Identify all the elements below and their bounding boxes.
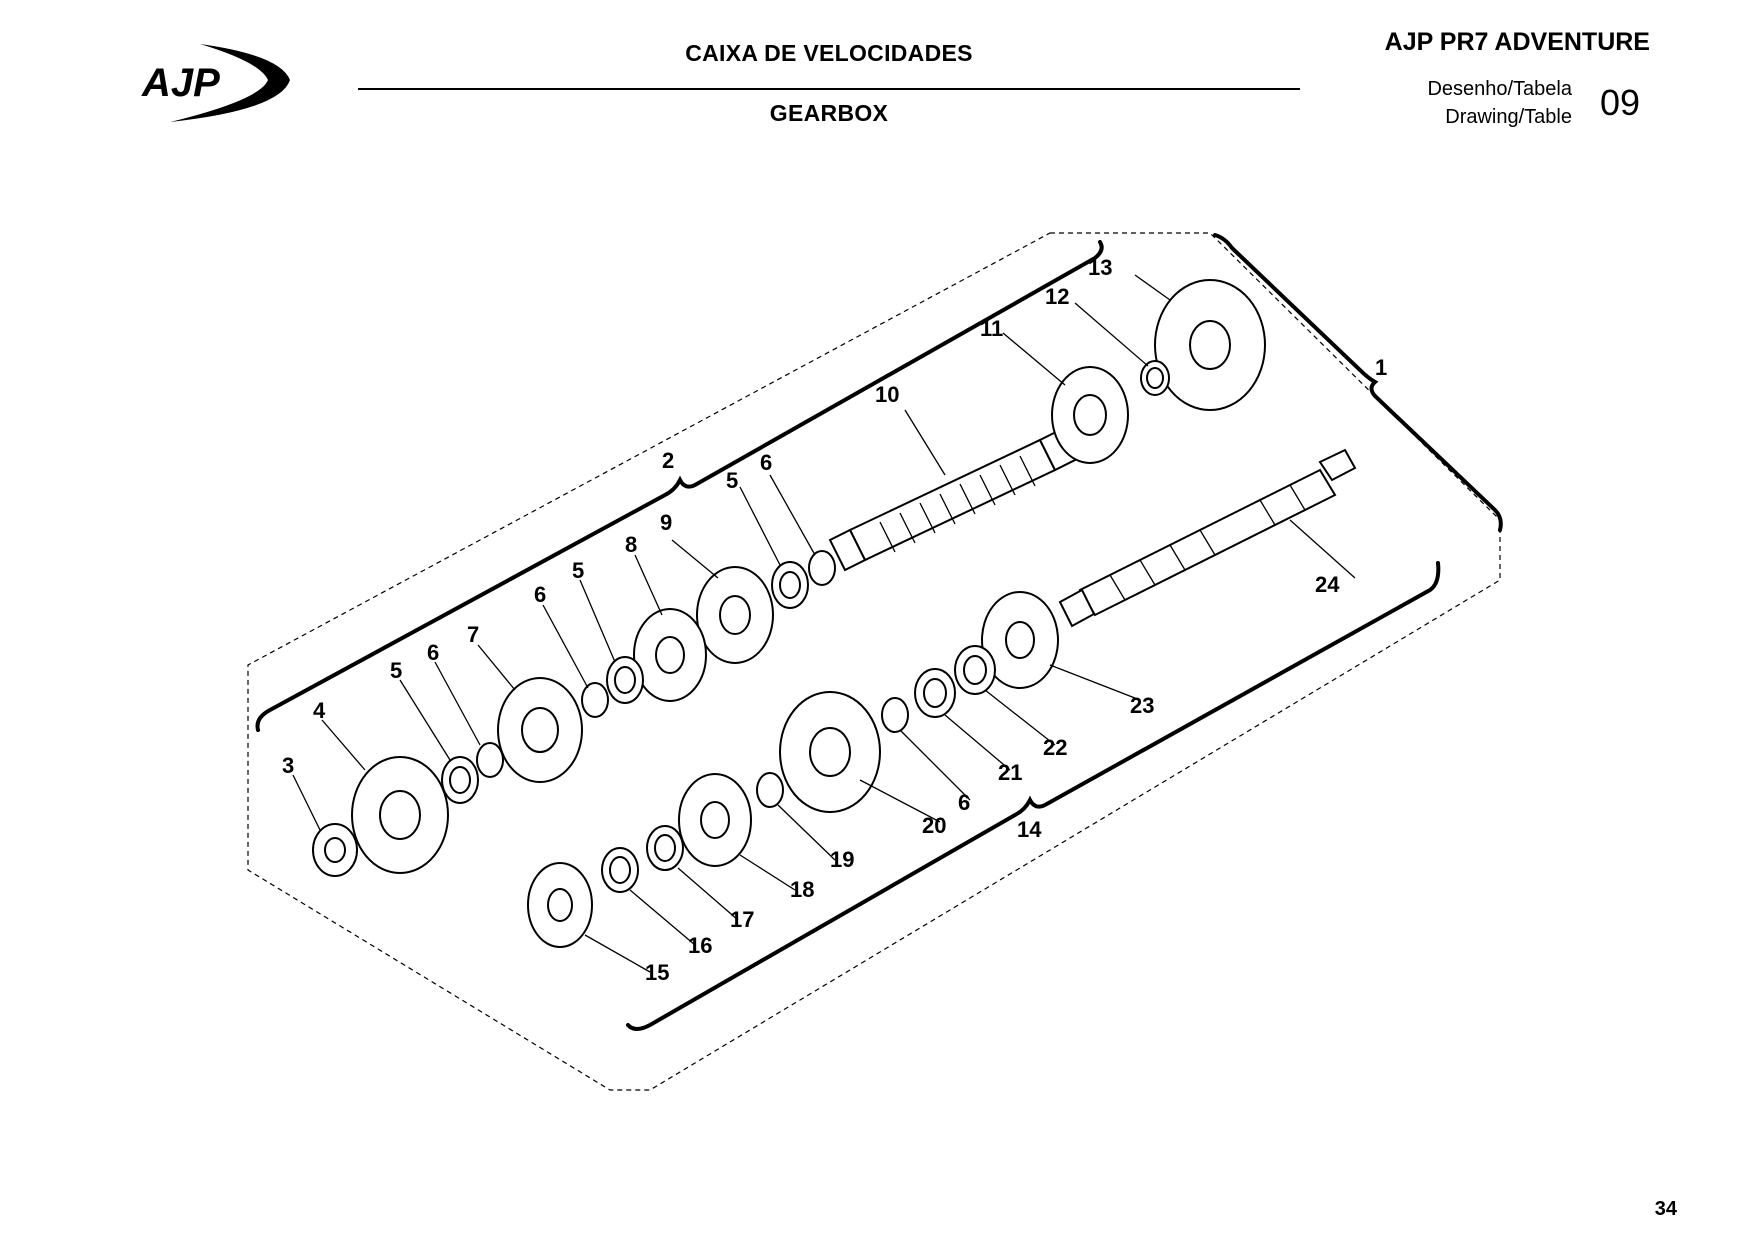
callout-22: 22 [1043,735,1067,760]
callout-8: 8 [625,532,637,557]
gear-13 [1154,279,1266,411]
circlip-6-upper [808,550,836,586]
callout-2: 2 [662,448,674,473]
gear-23 [981,591,1059,689]
bracket-shaft-14 [626,561,1441,1031]
bracket-assembly-1 [1213,233,1503,532]
callout-3: 3 [282,753,294,778]
gear-9 [696,566,774,664]
gear-20 [779,691,881,813]
gear-7 [497,677,583,783]
callout-6-upper: 6 [760,450,772,475]
header-divider [358,88,1300,90]
callout-13: 13 [1088,255,1112,280]
washer-21 [914,668,956,718]
page-title-en: GEARBOX [769,100,889,126]
bushing-22 [954,645,996,695]
washer-19 [756,772,784,808]
callout-7: 7 [467,622,479,647]
callout-15: 15 [645,960,669,985]
gear-18 [678,773,752,867]
leader-lines [292,274,1356,973]
sheet-number: 09 [1600,82,1641,123]
circlip-6-lower [476,742,504,778]
page-number: 34 [1654,1198,1677,1220]
shaft-10 [828,428,1077,572]
bushing-17 [646,825,684,871]
callout-4: 4 [313,698,326,723]
logo-text: AJP [141,61,220,105]
model-name: AJP PR7 ADVENTURE [1384,28,1650,56]
gear-4 [351,756,449,874]
bushing-3 [312,823,358,877]
washer-5-upper [771,561,809,609]
callout-12: 12 [1045,284,1069,309]
callout-21: 21 [998,760,1022,785]
circlip-6-lowshaft [881,697,909,733]
callout-16: 16 [688,933,712,958]
gear-8 [633,608,707,702]
callout-9: 9 [660,510,672,535]
bracket-shaft-2 [255,240,1104,732]
page-title-pt: CAIXA DE VELOCIDADES [685,40,973,66]
gear-11 [1051,366,1129,464]
callout-19: 19 [830,847,854,872]
callout-17: 17 [730,907,754,932]
sheet-label-en: Drawing/Table [1445,106,1572,128]
callout-5-upper: 5 [726,468,738,493]
callout-24: 24 [1315,572,1340,597]
circlip-6-mid [581,682,609,718]
callout-10: 10 [875,382,899,407]
washer-5-mid [606,656,644,704]
callout-23: 23 [1130,693,1154,718]
shaft-24 [1058,448,1357,628]
sheet-labels: Desenho/Tabela Drawing/Table [1427,75,1572,131]
callout-11: 11 [980,316,1003,341]
ring-12 [1140,360,1170,396]
callout-5-mid: 5 [572,558,584,583]
callout-1: 1 [1375,355,1387,380]
callout-6-mid: 6 [534,582,546,607]
callout-14: 14 [1017,817,1042,842]
sheet-label-pt: Desenho/Tabela [1427,78,1572,100]
ajp-logo: AJP [141,44,290,122]
callout-6-lower: 6 [427,640,439,665]
gear-15 [527,862,593,948]
callout-5-lower: 5 [390,658,402,683]
callout-18: 18 [790,877,814,902]
callout-6-lowshaft: 6 [958,790,970,815]
callout-20: 20 [922,813,946,838]
washer-16 [601,847,639,893]
washer-5-lower [441,756,479,804]
